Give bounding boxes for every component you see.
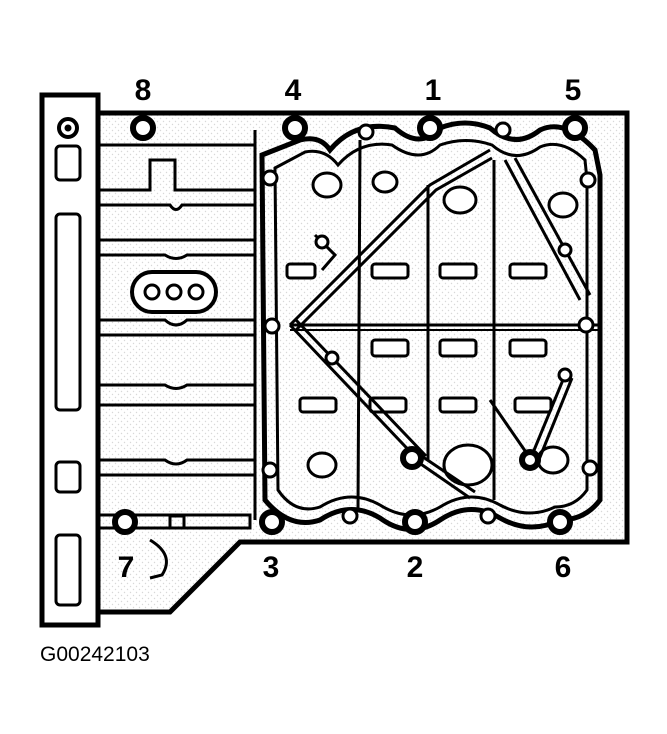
- internal-passages: [285, 170, 579, 487]
- bolt-4-head: [282, 115, 308, 141]
- bolt-8-head: [130, 115, 156, 141]
- bolt-5-head: [562, 115, 588, 141]
- bolt-label-2: 2: [407, 551, 424, 584]
- plate-outline: [95, 110, 630, 615]
- gasket-beads: [288, 139, 600, 511]
- bolt-1-head: [417, 115, 443, 141]
- bolt-label-7: 7: [118, 551, 135, 584]
- gasket-holes: [261, 121, 599, 525]
- bolt-7-leader: [149, 538, 168, 580]
- gasket-border: [259, 120, 603, 532]
- bolt-label-4: 4: [285, 74, 302, 107]
- bolt-label-6: 6: [555, 551, 572, 584]
- bolt-label-3: 3: [263, 551, 280, 584]
- bolt-label-1: 1: [425, 74, 442, 107]
- bolt-label-8: 8: [135, 74, 152, 107]
- figure-code: G00242103: [40, 643, 150, 666]
- left-gasket-strip: [39, 92, 101, 628]
- bolt-label-5: 5: [565, 74, 582, 107]
- bolt-6-head: [547, 509, 573, 535]
- bolt-3-head: [259, 509, 285, 535]
- bolt-right-center-head: [519, 449, 541, 471]
- bolt-2-head: [402, 509, 428, 535]
- bolt-center-head: [400, 446, 424, 470]
- bolt-heads: [112, 115, 588, 535]
- bolt-7-head: [112, 509, 138, 535]
- left-channel-region: [100, 130, 257, 530]
